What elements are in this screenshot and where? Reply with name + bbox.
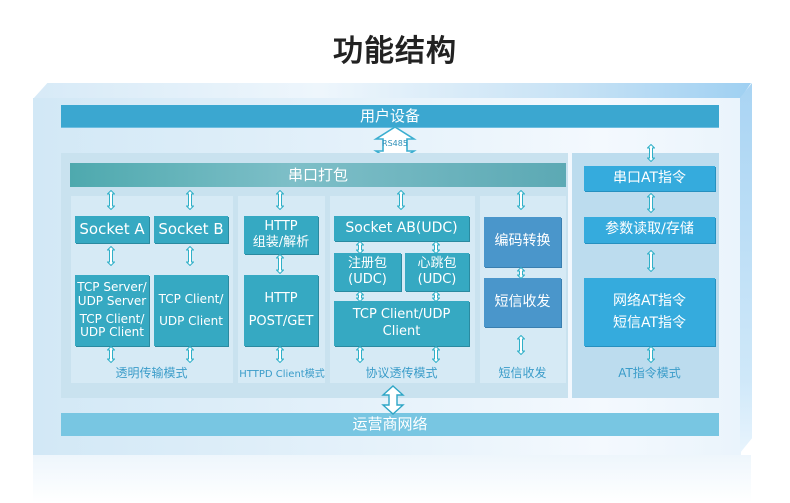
client-box: TCP Client/ UDP Client xyxy=(154,275,228,346)
user-device-bar: 用户设备 xyxy=(61,105,719,128)
double-arrow-icon xyxy=(432,346,440,363)
panel-side-face xyxy=(740,83,752,453)
double-arrow-icon xyxy=(356,241,364,254)
rs485-label: RS485 xyxy=(382,139,408,148)
box-line: UDP Client xyxy=(80,325,144,340)
double-arrow-icon xyxy=(107,246,115,266)
double-arrow-icon xyxy=(517,267,525,279)
page-title: 功能结构 xyxy=(333,34,457,69)
double-arrow-icon xyxy=(647,193,655,213)
params-box: 参数读取/存储 xyxy=(584,217,715,243)
socket-ab-box: Socket AB(UDC) xyxy=(334,216,469,241)
server-client-box: TCP Server/ UDP Server TCP Client/ UDP C… xyxy=(75,275,149,346)
double-arrow-icon xyxy=(186,190,194,210)
double-arrow-icon xyxy=(432,241,440,254)
net-sms-at-box: 网络AT指令 短信AT指令 xyxy=(584,278,715,346)
tcp-udp-client-box: TCP Client/UDP Client xyxy=(334,301,469,346)
socket-ab-label: Socket AB(UDC) xyxy=(345,219,458,236)
sms-box: 短信收发 xyxy=(484,278,561,327)
httpd-mode-label: HTTPD Client模式 xyxy=(239,369,325,380)
box-line: HTTP xyxy=(264,218,298,234)
box-line: 心跳包 xyxy=(417,255,457,271)
box-line: UDP Client xyxy=(159,313,223,328)
serial-pack-bar: 串口打包 xyxy=(70,163,566,187)
encode-convert-label: 编码转换 xyxy=(494,233,551,250)
socket-b-box: Socket B xyxy=(154,216,228,243)
double-arrow-icon xyxy=(356,346,364,363)
box-line: 网络AT指令 xyxy=(612,292,687,309)
box-line: TCP Client/ xyxy=(158,291,224,306)
box-line: (UDC) xyxy=(348,272,387,287)
sms-mode-label: 短信收发 xyxy=(498,366,547,380)
double-arrow-icon xyxy=(107,346,115,363)
register-packet-box: 注册包 (UDC) xyxy=(334,253,401,291)
at-mode-area xyxy=(572,153,719,398)
box-line: 注册包 xyxy=(347,255,387,271)
double-arrow-icon xyxy=(356,291,364,302)
sms-label: 短信收发 xyxy=(494,293,551,310)
box-line: UDP Server xyxy=(77,293,147,308)
socket-a-label: Socket A xyxy=(79,220,145,239)
box-line: 短信AT指令 xyxy=(612,315,687,331)
box-line: HTTP xyxy=(264,291,298,307)
double-arrow-icon xyxy=(517,335,525,355)
network-arrow-icon xyxy=(381,385,405,415)
serial-at-label: 串口AT指令 xyxy=(612,169,687,186)
double-arrow-icon xyxy=(276,190,284,210)
double-arrow-icon xyxy=(647,346,655,363)
double-arrow-icon xyxy=(432,291,440,302)
params-label: 参数读取/存储 xyxy=(605,221,694,238)
protocol-mode-label: 协议透传模式 xyxy=(365,366,438,380)
double-arrow-icon xyxy=(647,144,655,162)
tcp-udp-client-label: TCP Client/UDP Client xyxy=(352,307,451,339)
double-arrow-icon xyxy=(517,190,525,210)
double-arrow-icon xyxy=(276,254,284,274)
panel-reflection xyxy=(33,455,751,503)
double-arrow-icon xyxy=(647,250,655,272)
at-mode-label: AT指令模式 xyxy=(618,366,681,380)
box-line: POST/GET xyxy=(248,313,314,329)
encode-convert-box: 编码转换 xyxy=(484,217,561,267)
double-arrow-icon xyxy=(397,190,405,210)
heartbeat-packet-box: 心跳包 (UDC) xyxy=(405,253,469,291)
serial-at-box: 串口AT指令 xyxy=(584,166,715,191)
double-arrow-icon xyxy=(186,246,194,266)
carrier-network-bar: 运营商网络 xyxy=(61,413,719,436)
panel-top-face xyxy=(33,83,751,99)
double-arrow-icon xyxy=(276,346,284,363)
box-line: (UDC) xyxy=(417,272,457,287)
double-arrow-icon xyxy=(107,190,115,210)
box-line: TCP Server/ xyxy=(77,279,147,294)
double-arrow-icon xyxy=(186,346,194,363)
http-post-get-box: HTTP POST/GET xyxy=(244,275,318,346)
transparent-mode-label: 透明传输模式 xyxy=(115,366,188,380)
socket-b-label: Socket B xyxy=(158,220,224,239)
socket-a-box: Socket A xyxy=(75,216,149,243)
box-line: 组装/解析 xyxy=(252,235,310,250)
box-line: TCP Client/ xyxy=(79,311,145,326)
http-assemble-box: HTTP 组装/解析 xyxy=(244,216,318,254)
